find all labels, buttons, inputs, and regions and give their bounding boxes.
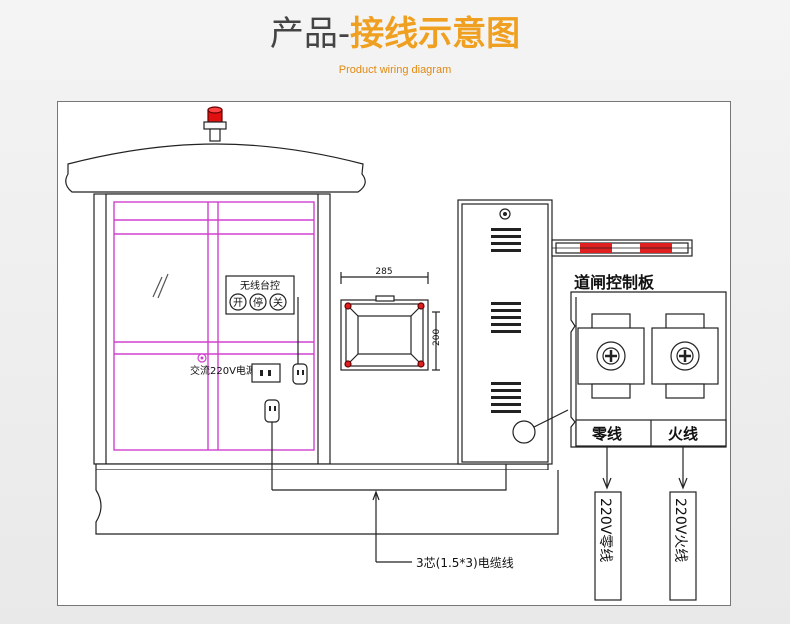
barrier-arm [551,239,693,257]
booth-roof [65,143,366,193]
relay-module-right [651,313,719,399]
remote-button-close: 关 [273,296,283,309]
barrier-cabinet [457,199,569,465]
wiring-diagram: 无线台控 开 停 关 交流220V电源 [65,106,727,601]
junction-height-dim: 200 [432,329,442,346]
power-outlet: 交流220V电源 [190,353,308,385]
page-subtitle: Product wiring diagram [338,64,452,76]
remote-button-stop: 停 [253,296,263,309]
wireless-remote-box: 无线台控 开 停 关 [225,275,295,315]
live-source-label: 220V火线 [672,498,688,562]
title-separator: - [337,14,351,54]
warning-light [203,106,227,142]
guard-booth [93,193,559,535]
junction-box: 285 200 [340,267,442,371]
remote-box-title: 无线台控 [240,279,280,292]
vent-slots-middle [491,302,521,333]
remote-button-open: 开 [233,298,243,309]
cable-plug [264,399,280,490]
vent-slots-bottom [491,382,521,413]
neutral-terminal-label: 零线 [591,425,622,443]
neutral-wire: 220V零线 [594,446,622,601]
junction-width-dim: 285 [375,267,392,277]
page-header: 产品-接线示意图 Product wiring diagram [0,0,790,100]
live-terminal-label: 火线 [668,425,698,443]
control-board-title: 道闸控制板 [574,273,655,292]
vent-slots-top [491,228,521,252]
title-part1: 产品 [269,14,338,54]
title-part2: 接线示意图 [350,14,521,54]
booth-window [113,201,315,451]
wiring-diagram-frame: 无线台控 开 停 关 交流220V电源 [57,101,731,606]
neutral-source-label: 220V零线 [597,498,613,562]
control-board: 道闸控制板 [570,273,727,448]
relay-module-left [577,313,645,399]
glass-reflection [152,273,169,299]
power-label: 交流220V电源 [190,364,256,377]
page-title: 产品-接线示意图 [0,14,790,54]
cable-label: 3芯(1.5*3)电缆线 [416,556,514,570]
live-wire: 220V火线 [669,446,697,601]
cable-route: 3芯(1.5*3)电缆线 [272,464,514,570]
